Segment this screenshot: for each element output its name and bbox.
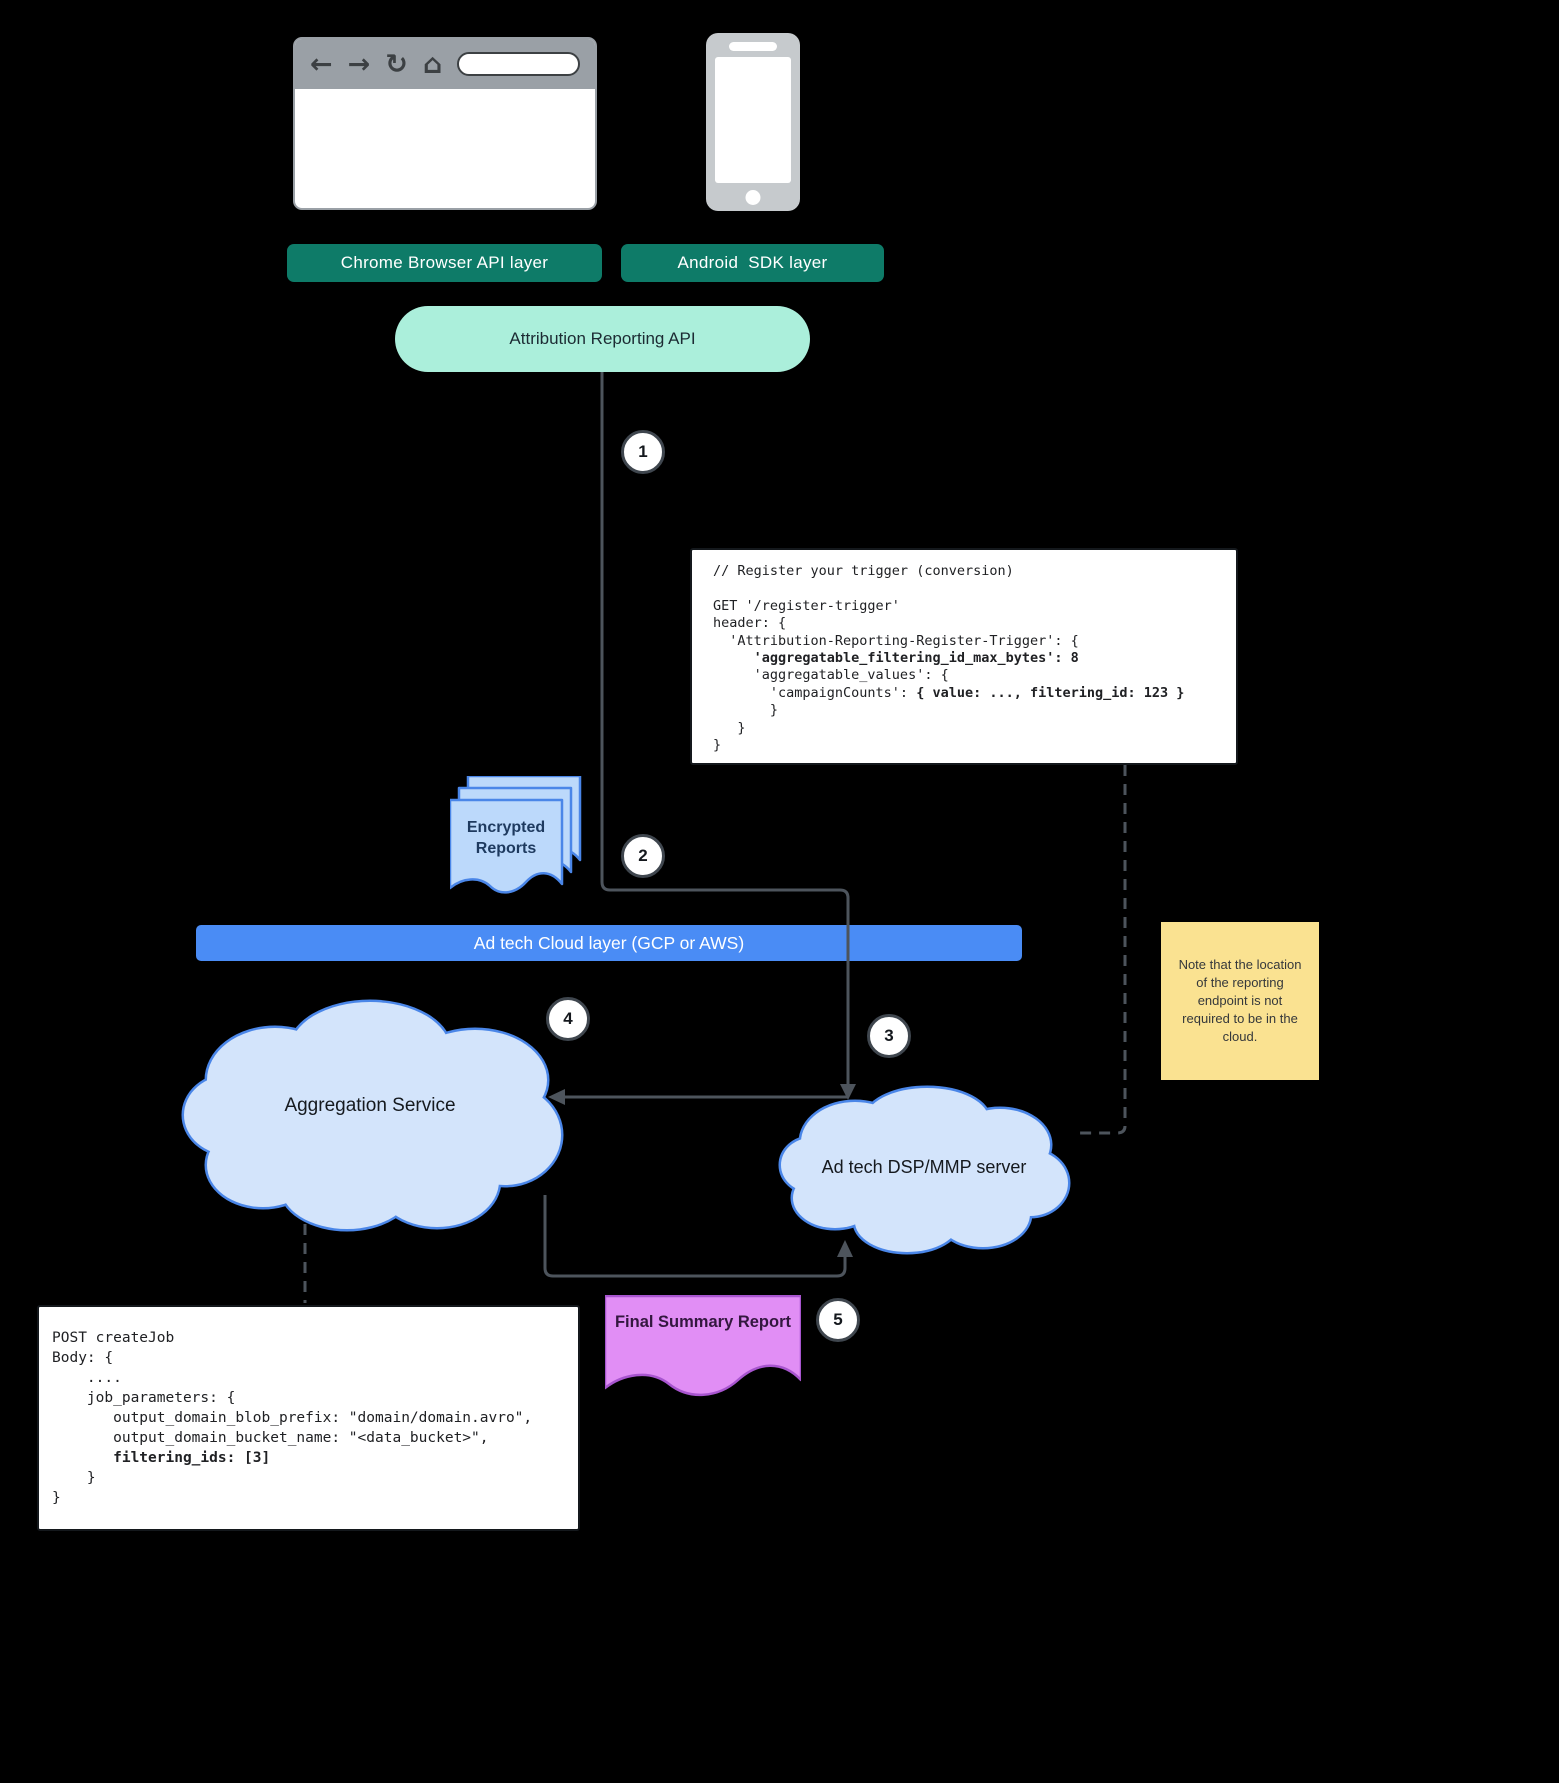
back-icon: ←: [310, 48, 333, 80]
url-bar: [457, 52, 580, 76]
browser-toolbar: ← → ↻ ⌂: [295, 39, 595, 89]
home-icon: ⌂: [422, 48, 443, 80]
document-icon: [605, 1295, 801, 1396]
aggregation-service-label: Aggregation Service: [284, 1095, 456, 1116]
final-summary-report-doc: Final Summary Report: [605, 1295, 801, 1401]
document-stack-icon: [450, 776, 582, 894]
attribution-reporting-api-label: Attribution Reporting API: [395, 306, 810, 372]
step-1-badge: 1: [621, 430, 665, 474]
step-2-badge: 2: [621, 834, 665, 878]
final-summary-report-label: Final Summary Report: [614, 1313, 792, 1331]
android-phone-illustration: [706, 33, 800, 211]
reporting-endpoint-note: Note that the location of the reporting …: [1161, 922, 1319, 1080]
step-3-badge: 3: [867, 1014, 911, 1058]
step-4-number: 4: [563, 1009, 573, 1028]
dsp-mmp-server-cloud: Ad tech DSP/MMP server: [775, 1080, 1073, 1260]
phone-speaker: [729, 42, 777, 51]
android-sdk-layer-label: Android SDK layer: [621, 244, 884, 282]
step-5-badge: 5: [816, 1298, 860, 1342]
step-4-badge: 4: [546, 997, 590, 1041]
phone-screen: [715, 57, 791, 183]
dsp-mmp-server-label: Ad tech DSP/MMP server: [821, 1157, 1027, 1177]
step-2-number: 2: [638, 846, 648, 865]
browser-window-illustration: ← → ↻ ⌂: [293, 37, 597, 210]
chrome-browser-api-layer-label: Chrome Browser API layer: [287, 244, 602, 282]
forward-icon: →: [347, 48, 371, 80]
note-text: Note that the location of the reporting …: [1178, 956, 1302, 1045]
step-1-number: 1: [638, 442, 648, 461]
aggregation-service-cloud: Aggregation Service: [175, 985, 565, 1240]
register-trigger-code-box: // Register your trigger (conversion) GE…: [690, 548, 1238, 765]
dashed-trigger-to-dsp: [1074, 765, 1127, 1135]
encrypted-reports-label: Encrypted Reports: [466, 819, 546, 857]
reload-icon: ↻: [385, 48, 408, 80]
step-3-number: 3: [884, 1026, 894, 1045]
encrypted-reports-doc: Encrypted Reports: [450, 776, 582, 904]
ad-tech-cloud-layer-label: Ad tech Cloud layer (GCP or AWS): [196, 925, 1022, 961]
step-5-number: 5: [833, 1310, 843, 1329]
phone-home-button: [745, 190, 761, 205]
